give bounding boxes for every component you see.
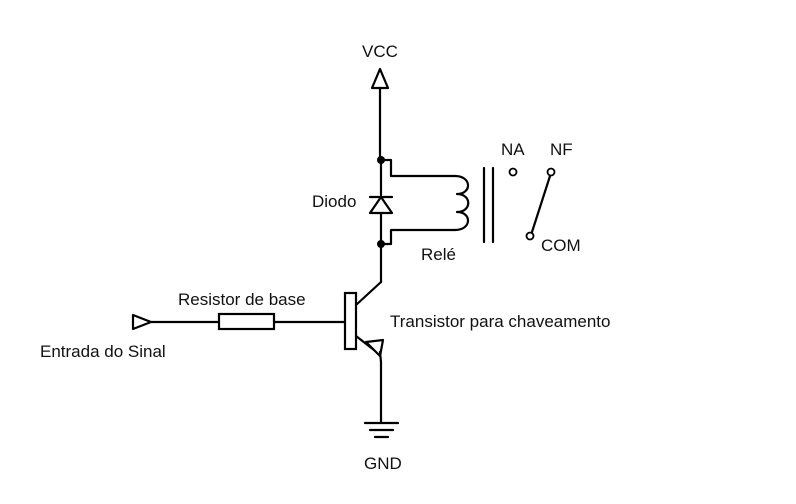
relay-contacts bbox=[508, 167, 556, 241]
relay-label: Relé bbox=[421, 245, 456, 264]
diode-symbol bbox=[368, 158, 394, 246]
com-contact bbox=[525, 231, 535, 241]
nf-contact bbox=[546, 167, 556, 177]
base-resistor-symbol bbox=[217, 312, 276, 331]
na-label: NA bbox=[501, 140, 525, 159]
switch-arm bbox=[530, 174, 552, 234]
nf-label: NF bbox=[550, 140, 573, 159]
signal-input-arrow bbox=[131, 313, 153, 331]
gnd-label: GND bbox=[364, 454, 402, 473]
vcc-arrow-symbol bbox=[370, 67, 390, 90]
com-label: COM bbox=[541, 236, 581, 255]
signal-input-label: Entrada do Sinal bbox=[40, 342, 166, 361]
transistor-symbol bbox=[343, 280, 385, 364]
vcc-label: VCC bbox=[362, 42, 398, 61]
transistor-label: Transistor para chaveamento bbox=[390, 312, 610, 331]
relay-coil-symbol bbox=[379, 158, 495, 246]
diode-label: Diodo bbox=[312, 192, 356, 211]
base-resistor-label: Resistor de base bbox=[178, 290, 306, 309]
ground-symbol bbox=[363, 421, 400, 439]
na-contact bbox=[508, 167, 518, 177]
